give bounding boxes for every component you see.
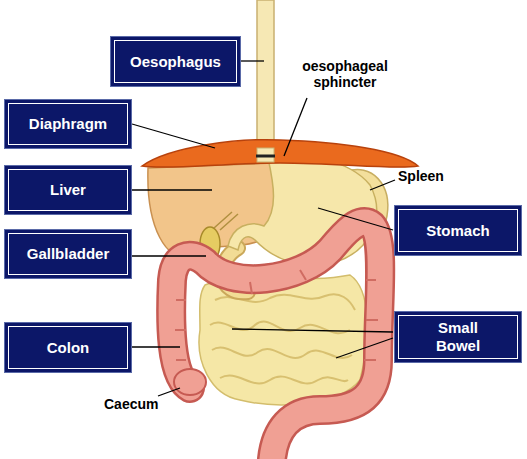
- box-label: Colon: [47, 339, 90, 357]
- leader-line: [318, 208, 393, 230]
- leader-line: [132, 255, 206, 256]
- leader-line: [232, 329, 393, 332]
- label-box: Oesophagus: [111, 37, 240, 86]
- label-box: Gallbladder: [5, 230, 131, 278]
- part-label-text: Caecum: [104, 396, 158, 412]
- box-label: Stomach: [426, 222, 489, 240]
- bile-duct: [214, 212, 238, 230]
- box-label: Liver: [50, 181, 86, 199]
- part-label-text: Spleen: [398, 168, 444, 184]
- label-box: Diaphragm: [5, 100, 131, 148]
- box-label: Gallbladder: [27, 245, 110, 263]
- bowel-coil: [220, 375, 348, 383]
- caecum-shape: [174, 369, 206, 395]
- box-label: Diaphragm: [29, 115, 107, 133]
- part-label-text: oesophageal sphincter: [302, 58, 388, 90]
- bowel-coil: [210, 321, 350, 333]
- leader-line: [241, 60, 264, 61]
- box-label: Small Bowel: [423, 319, 493, 355]
- leader-lines: [132, 61, 395, 396]
- leader-line: [336, 338, 393, 358]
- small-bowel-coils: [210, 294, 355, 383]
- leader-line: [284, 98, 307, 156]
- part-label: Caecum: [104, 396, 158, 412]
- leader-line: [132, 189, 212, 190]
- leader-line: [158, 388, 180, 396]
- small-bowel-mass: [199, 275, 367, 405]
- sphincter-mark: [256, 155, 275, 158]
- label-box: Liver: [5, 166, 131, 214]
- bowel-coil: [212, 348, 352, 358]
- part-label: Spleen: [398, 168, 444, 184]
- colon-tube: [171, 222, 380, 459]
- colon-outline: [171, 222, 380, 459]
- leader-line: [132, 346, 180, 347]
- box-label: Oesophagus: [130, 53, 221, 71]
- oesophagus-through-diaphragm: [257, 148, 274, 162]
- leader-line: [370, 180, 395, 190]
- label-box: Small Bowel: [395, 312, 521, 362]
- diaphragm-band: [142, 140, 418, 168]
- part-label: oesophageal sphincter: [293, 58, 397, 90]
- leader-line: [132, 124, 215, 148]
- label-box: Colon: [5, 323, 131, 372]
- colon-folds: [175, 270, 378, 360]
- oesophagus-tube: [257, 0, 274, 162]
- label-box: Stomach: [395, 206, 521, 255]
